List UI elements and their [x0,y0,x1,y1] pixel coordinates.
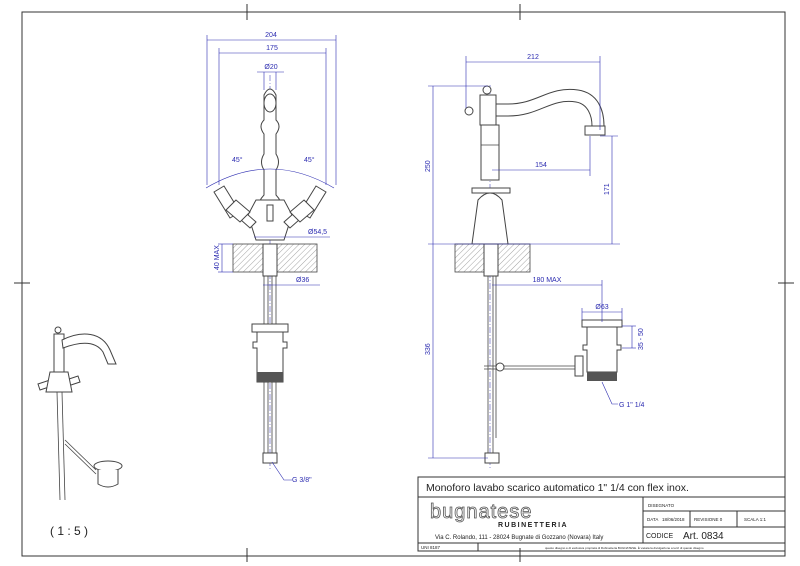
left-handle [213,185,257,229]
isometric-thumbnail: ( 1 : 5 ) [37,326,123,538]
dim-reach: 212 [527,54,539,61]
dim-drain-diameter: Ø63 [595,304,608,311]
side-view: 212 250 154 171 180 MAX Ø63 35 - 50 336 … [425,54,645,470]
right-handle [283,185,327,229]
brand-subtitle: RUBINETTERIA [498,522,568,529]
dim-below-deck: 336 [425,343,432,355]
dim-drain-distance: 180 MAX [533,277,562,284]
dim-angle-right: 45° [304,156,315,164]
date-label: DATA [647,517,658,522]
brand-logo: bugnatese [430,501,532,523]
drawn-by-label: DISEGNATO [648,503,675,508]
ownership-notice: questo disegno è di esclusiva proprietà … [545,545,704,550]
dim-diameter-hole: Ø36 [296,277,309,284]
drawing-frame [14,4,794,562]
title-block: Monoforo lavabo scarico automatico 1" 1/… [417,476,786,552]
front-view: 204 175 Ø20 45° 45° Ø54,5 40 MAX Ø36 G 3… [205,32,337,484]
dim-drain-range: 35 - 50 [638,328,645,350]
dim-diameter-top: Ø20 [264,64,277,71]
standard: UNI 8187 [421,545,441,550]
code-value: Art. 0834 [683,531,724,542]
dim-spout-reach: 154 [535,162,547,169]
dim-angle-left: 45° [232,156,243,164]
dim-height: 250 [425,160,432,172]
scale-label: ( 1 : 5 ) [50,524,88,538]
dim-diameter-base: Ø54,5 [308,229,327,236]
code-label: CODICE [646,533,674,540]
dim-drain-thread: G 1" 1/4 [619,402,645,409]
dim-thread: G 3/8" [292,477,312,484]
dim-spout-height: 171 [604,183,611,195]
company-address: Via C. Rolando, 111 - 28024 Bugnate di G… [435,535,603,541]
dim-width-total: 204 [265,32,277,39]
drawing-title: Monoforo lavabo scarico automatico 1" 1/… [426,482,689,494]
date-value: 18/06/2018 [662,517,685,522]
dim-deck-max: 40 MAX [214,245,221,270]
scale: SCALA 1:1 [744,517,767,522]
revision: REVISIONE 0 [694,517,723,522]
dim-width-handles: 175 [266,45,278,52]
